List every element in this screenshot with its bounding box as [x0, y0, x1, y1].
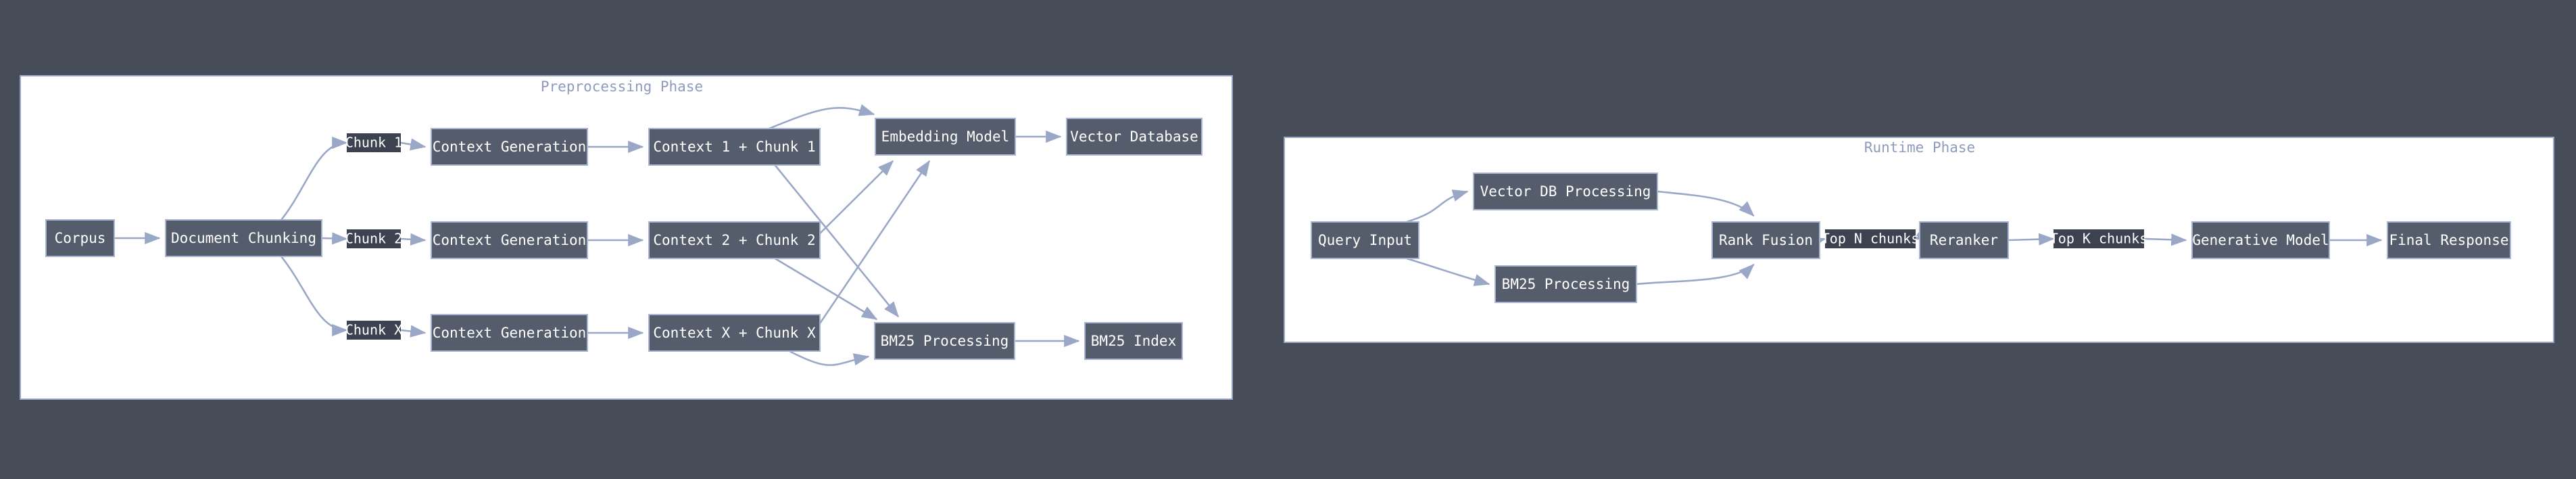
edge-ctxchunk1-to-bm25proc [774, 164, 900, 318]
cluster-title-preprocessing: Preprocessing Phase [541, 78, 703, 95]
node-box-ctxchunk2[interactable] [648, 221, 821, 259]
node-box-rankfusion[interactable] [1711, 221, 1820, 259]
node-label-chunking: Document Chunking [171, 230, 316, 246]
edge-label-chunkx: Chunk X [345, 321, 402, 340]
node-label-vdbproc: Vector DB Processing [1480, 183, 1651, 200]
node-box-ctxchunkx[interactable] [648, 314, 821, 352]
node-genmodel[interactable]: Generative Model [2191, 221, 2330, 259]
node-box-vectordb[interactable] [1066, 118, 1202, 156]
edge-queryinput-to-bm25rt [1406, 257, 1490, 286]
node-box-embedding[interactable] [875, 118, 1016, 156]
node-box-ctxchunk1[interactable] [648, 128, 821, 166]
edge-ctxchunk2-to-embedding [819, 160, 894, 234]
edge-topk-to-genmodel [2143, 233, 2187, 246]
edge-chunk2-to-ctxgen2 [400, 233, 427, 246]
edge-reranker-to-topk [2008, 233, 2055, 246]
node-bm25index[interactable]: BM25 Index [1084, 322, 1183, 360]
node-ctxchunkx[interactable]: Context X + Chunk X [648, 314, 821, 352]
node-box-corpus[interactable] [45, 219, 115, 257]
node-box-ctxgenx[interactable] [431, 314, 588, 352]
node-reranker[interactable]: Reranker [1919, 221, 2009, 259]
edge-label-topn: Top N chunks [1822, 229, 1920, 248]
node-box-queryinput[interactable] [1311, 221, 1419, 259]
edge-label-topk: Top K chunks [2050, 229, 2148, 248]
node-label-genmodel: Generative Model [2192, 232, 2329, 248]
edge-ctxchunk1-to-embedding [769, 104, 875, 130]
node-box-bm25index[interactable] [1084, 322, 1183, 360]
node-label-bm25rt: BM25 Processing [1502, 276, 1630, 292]
edge-chunkx-to-ctxgenx [400, 325, 427, 338]
edge-chunking-to-ctxgen1 [280, 136, 348, 221]
node-box-ctxgen2[interactable] [431, 221, 588, 259]
edge-label-chunk1: Chunk 1 [345, 133, 402, 152]
edge-label-bg-chunkx [347, 321, 401, 340]
node-box-ctxgen1[interactable] [431, 128, 588, 166]
node-box-bm25proc[interactable] [874, 322, 1015, 360]
node-label-ctxchunkx: Context X + Chunk X [653, 325, 816, 341]
edge-queryinput-to-vdbproc [1406, 189, 1469, 223]
node-vdbproc[interactable]: Vector DB Processing [1473, 173, 1658, 210]
node-label-finalresp: Final Response [2389, 232, 2508, 248]
edge-chunk1-to-ctxgen1 [400, 138, 427, 151]
node-label-ctxchunk1: Context 1 + Chunk 1 [653, 139, 815, 155]
node-embedding[interactable]: Embedding Model [875, 118, 1016, 156]
edge-label-chunk2: Chunk 2 [345, 229, 402, 248]
edge-chunking-to-ctxgen2 [321, 232, 348, 245]
node-box-genmodel[interactable] [2191, 221, 2330, 259]
node-box-vdbproc[interactable] [1473, 173, 1658, 210]
node-label-bm25index: BM25 Index [1091, 333, 1176, 349]
edge-rankfusion-to-topn [1809, 236, 1826, 249]
node-bm25rt[interactable]: BM25 Processing [1494, 265, 1637, 303]
edge-label-text-chunk2: Chunk 2 [345, 231, 402, 247]
node-rankfusion[interactable]: Rank Fusion [1711, 221, 1820, 259]
edge-label-bg-topk [2053, 229, 2144, 248]
node-box-chunking[interactable] [165, 219, 322, 257]
node-ctxchunk2[interactable]: Context 2 + Chunk 2 [648, 221, 821, 259]
node-corpus[interactable]: Corpus [45, 219, 115, 257]
node-box-bm25rt[interactable] [1494, 265, 1637, 303]
node-label-ctxgenx: Context Generation [433, 325, 587, 341]
edge-ctxchunkx-to-bm25proc [789, 350, 870, 366]
node-label-rankfusion: Rank Fusion [1719, 232, 1813, 248]
node-box-finalresp[interactable] [2387, 221, 2511, 259]
edge-label-text-chunkx: Chunk X [345, 322, 402, 338]
node-label-corpus: Corpus [55, 230, 106, 246]
node-vectordb[interactable]: Vector Database [1066, 118, 1202, 156]
edge-label-text-chunk1: Chunk 1 [345, 135, 402, 151]
edge-label-bg-chunk2 [347, 229, 401, 248]
edge-label-text-topk: Top K chunks [2050, 231, 2148, 247]
cluster-title-runtime: Runtime Phase [1864, 139, 1975, 156]
node-queryinput[interactable]: Query Input [1311, 221, 1419, 259]
node-label-queryinput: Query Input [1318, 232, 1412, 248]
node-label-bm25proc: BM25 Processing [881, 333, 1009, 349]
edge-label-bg-chunk1 [347, 133, 401, 152]
node-label-ctxchunk2: Context 2 + Chunk 2 [653, 232, 815, 248]
edge-label-bg-topn [1825, 229, 1916, 248]
edge-group [114, 104, 2383, 366]
edge-ctxchunk2-to-bm25proc [774, 257, 878, 321]
node-label-ctxgen2: Context Generation [433, 232, 587, 248]
edge-bm25rt-to-rankfusion [1636, 263, 1755, 286]
node-finalresp[interactable]: Final Response [2387, 221, 2511, 259]
node-label-embedding: Embedding Model [881, 129, 1010, 145]
node-ctxchunk1[interactable]: Context 1 + Chunk 1 [648, 128, 821, 166]
node-chunking[interactable]: Document Chunking [165, 219, 322, 257]
node-box-reranker[interactable] [1919, 221, 2009, 259]
node-bm25proc[interactable]: BM25 Processing [874, 322, 1015, 360]
node-ctxgen2[interactable]: Context Generation [431, 221, 588, 259]
edge-label-text-topn: Top N chunks [1822, 231, 1920, 247]
node-label-reranker: Reranker [1930, 232, 1998, 248]
edge-vdbproc-to-rankfusion [1657, 190, 1755, 217]
edge-label-group: Chunk 1 Chunk 2 Chunk X Top N chunks Top K c… [345, 133, 2147, 340]
node-label-vectordb: Vector Database [1070, 129, 1198, 145]
node-ctxgenx[interactable]: Context Generation [431, 314, 588, 352]
edge-chunking-to-ctxgenx [280, 256, 348, 337]
node-label-ctxgen1: Context Generation [433, 139, 587, 155]
node-ctxgen1[interactable]: Context Generation [431, 128, 588, 166]
